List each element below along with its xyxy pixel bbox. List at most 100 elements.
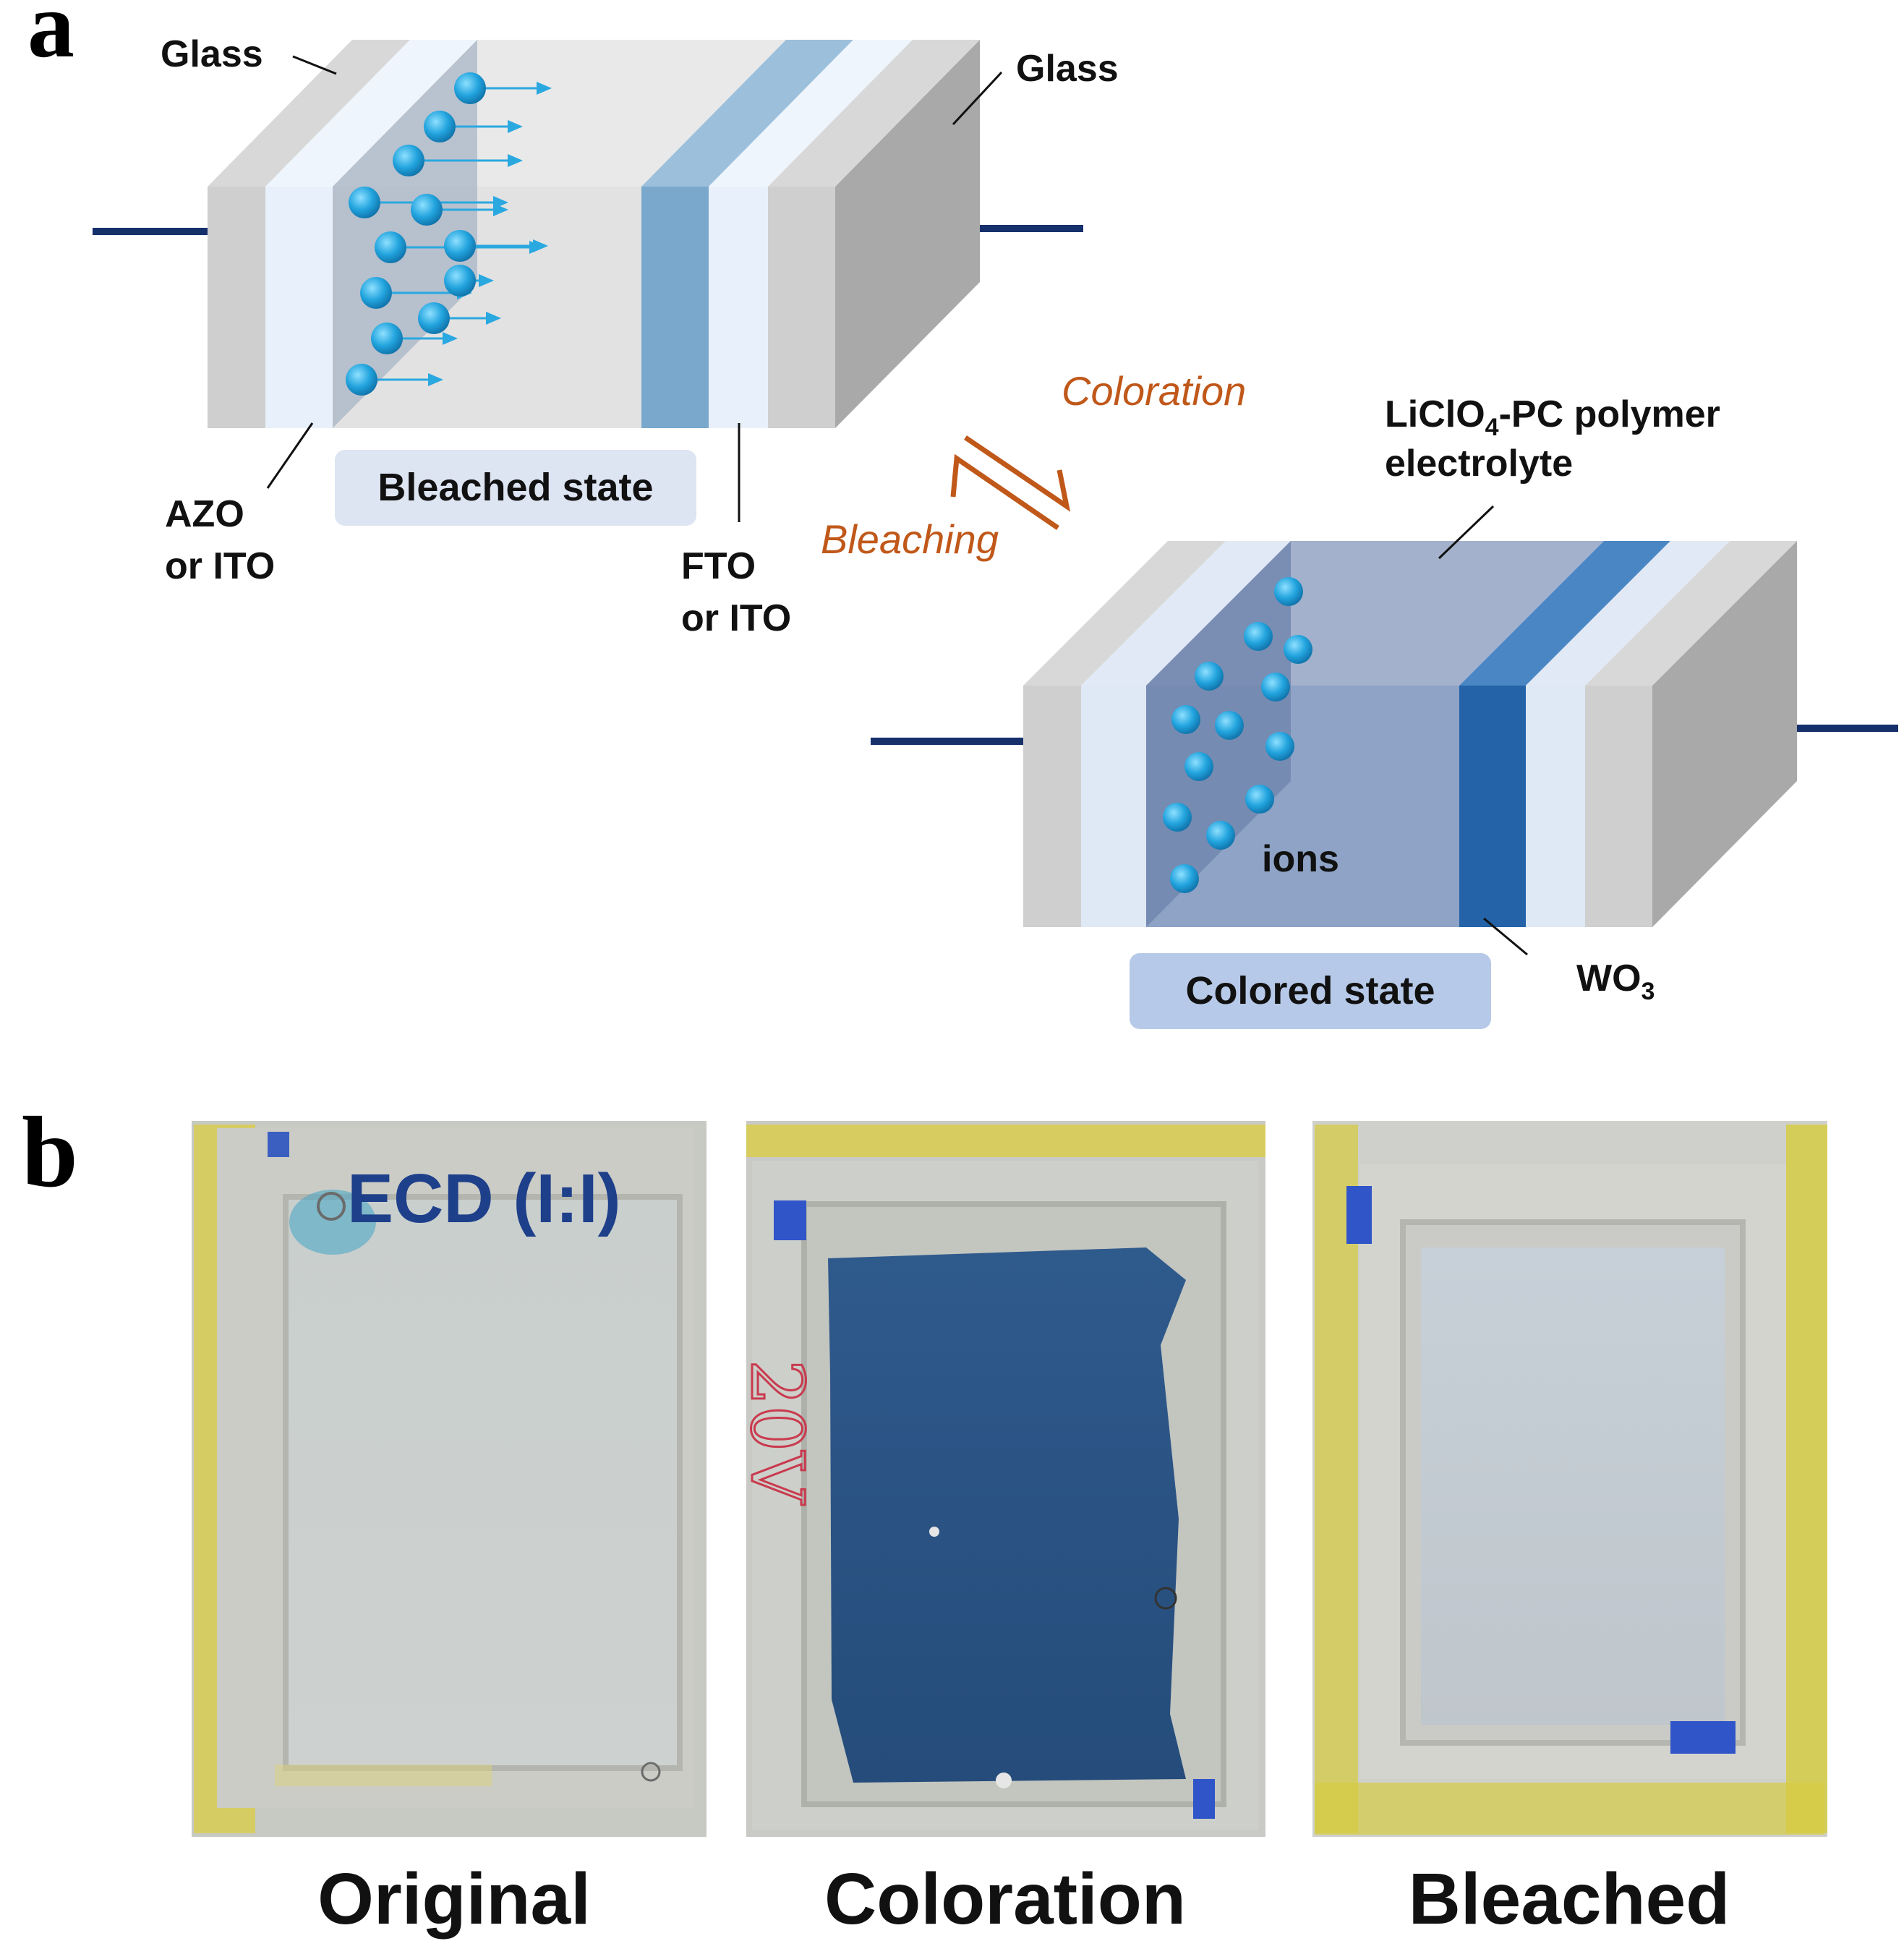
label-azo-line2: or ITO (165, 545, 275, 587)
colored-front-tco-right (1526, 686, 1585, 927)
caption-original: Original (317, 1859, 591, 1940)
colored-glass-side (1652, 541, 1797, 927)
label-fto-line2: or ITO (681, 597, 791, 639)
photo-bleached-blue-corner-2 (1670, 1721, 1736, 1754)
leader-glass-left (292, 55, 337, 75)
photo-original-bubble (317, 1192, 346, 1221)
leader-azo (266, 422, 314, 489)
photo-bleached-tape-right (1786, 1125, 1827, 1833)
top-tco-right (709, 40, 913, 187)
photo-coloration-bubble-2 (996, 1773, 1012, 1788)
leader-glass-right (952, 71, 1003, 126)
leader-electrolyte (1438, 505, 1495, 560)
ecd-label: ECD (I:I) (347, 1160, 621, 1237)
colored-top-glass-right (1585, 541, 1797, 686)
ion-sphere (393, 145, 424, 176)
panel-b-letter: b (22, 1096, 78, 1208)
coloration-arrow (964, 435, 1071, 512)
ion-sphere (454, 72, 486, 104)
ions-colored (1163, 577, 1312, 893)
caption-coloration: Coloration (824, 1859, 1186, 1940)
ion-sphere (424, 111, 456, 142)
glass-side-face (835, 40, 980, 428)
ion-sphere (411, 194, 443, 226)
colored-front-glass-right (1585, 686, 1652, 927)
front-glass-left (208, 187, 265, 428)
label-wo3: WO3 (1576, 957, 1655, 1005)
bleaching-arrow (950, 453, 1059, 530)
colored-top-tco-right (1526, 541, 1730, 686)
colored-top-wo3 (1459, 541, 1670, 686)
coloration-label: Coloration (1062, 368, 1246, 414)
front-tco-right (709, 187, 768, 428)
ion-sphere (349, 187, 380, 218)
ion-sphere (1170, 864, 1199, 893)
colored-top-glass-left (1023, 541, 1226, 686)
label-ions: ions (1262, 838, 1339, 880)
bleaching-label: Bleaching (821, 516, 999, 562)
colored-device (871, 541, 1898, 927)
photo-bleached (1312, 1121, 1827, 1837)
label-electrolyte-line1: LiClO4-PC polymer (1385, 393, 1720, 441)
reversible-arrows (950, 435, 1071, 530)
ion-sphere (444, 230, 476, 262)
photo-coloration-blue-corner-2 (1193, 1779, 1215, 1819)
caption-bleached: Bleached (1409, 1859, 1730, 1940)
ion-sphere (1215, 711, 1244, 740)
ion-sphere (1245, 785, 1274, 814)
ion-sphere (346, 364, 377, 396)
top-glass-left (208, 40, 410, 187)
photo-bleached-tape-bottom (1315, 1783, 1824, 1835)
label-azo-line1: AZO (165, 493, 244, 535)
colored-front-glass-left (1023, 686, 1081, 927)
ion-sphere (418, 302, 450, 334)
label-glass-right: Glass (1016, 48, 1119, 90)
ion-sphere (1244, 622, 1273, 651)
colored-state-label: Colored state (1185, 969, 1435, 1012)
photo-coloration: 20V (734, 1121, 1265, 1837)
ion-sphere (1163, 803, 1192, 832)
photo-coloration-bubble (929, 1527, 939, 1537)
top-tco-left (265, 40, 477, 187)
label-electrolyte-line2: electrolyte (1385, 443, 1573, 485)
top-wo3 (641, 40, 853, 187)
ion-sphere (1184, 752, 1213, 781)
photo-coloration-blue-corner (774, 1200, 806, 1240)
ion-sphere (1171, 705, 1200, 734)
ion-sphere (375, 231, 406, 263)
photo-coloration-bubble-3 (1154, 1587, 1177, 1610)
ion-sphere (360, 277, 392, 309)
photo-coloration-film (828, 1247, 1186, 1783)
ion-sphere (1195, 662, 1224, 691)
bleached-device (93, 40, 1083, 428)
photo-original-blue-mark (289, 1190, 376, 1255)
front-glass-right (768, 187, 835, 428)
leader-wo3 (1483, 917, 1528, 956)
photo-bleached-film (1421, 1247, 1725, 1725)
ion-sphere (1265, 732, 1294, 761)
photo-original-bubble-2 (641, 1762, 661, 1782)
ion-sphere (444, 265, 476, 297)
label-glass-left: Glass (161, 33, 263, 75)
ions-bleached (346, 72, 552, 396)
photo-original-inner (283, 1194, 683, 1771)
colored-state-box (1130, 953, 1491, 1029)
ion-sphere (1261, 673, 1290, 701)
colored-front-wo3 (1459, 686, 1526, 927)
photo-original-blue-corner (268, 1132, 289, 1157)
photo-original-bottom-tape (275, 1765, 492, 1786)
handwritten-annotation: 20V (735, 1360, 819, 1505)
photo-original (192, 1121, 706, 1837)
ion-sphere (1284, 635, 1312, 664)
colored-top-tco-left (1081, 541, 1291, 686)
front-wo3 (641, 187, 709, 428)
panel-a-letter: a (27, 0, 74, 77)
photo-bleached-blue-corner (1346, 1186, 1372, 1244)
ion-sphere (1274, 577, 1303, 606)
colored-front-tco-left (1081, 686, 1146, 927)
label-fto-line1: FTO (681, 545, 756, 587)
ion-sphere (1206, 821, 1235, 850)
ion-sphere (371, 323, 403, 354)
bleached-state-box (335, 450, 696, 526)
